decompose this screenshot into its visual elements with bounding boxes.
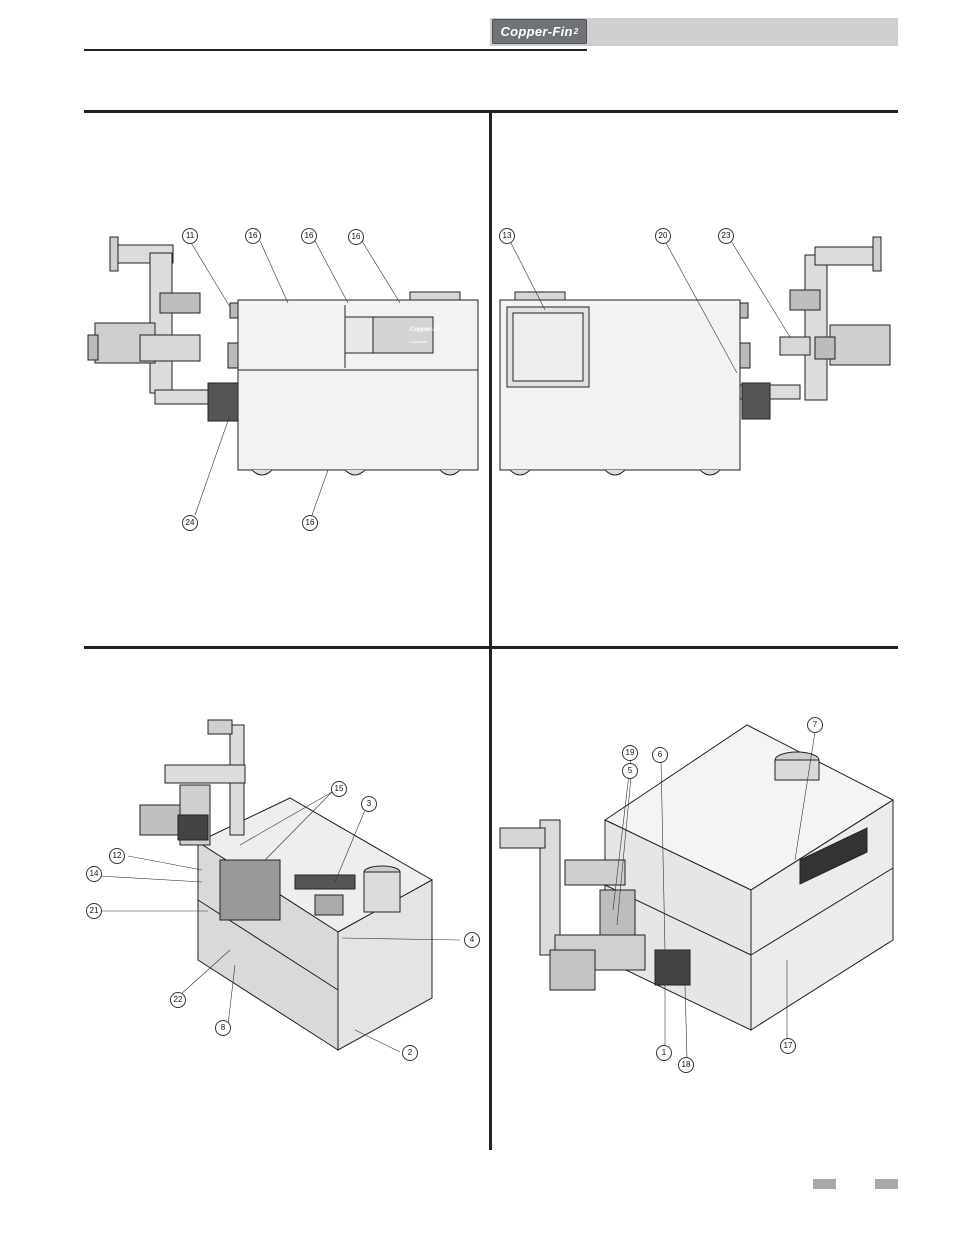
- callout-15: 15: [331, 781, 347, 797]
- callout-11: 11: [182, 228, 198, 244]
- callout-3: 3: [361, 796, 377, 812]
- front-view-drawing: Copper-Fin Lochinvar: [87, 236, 479, 516]
- callout-5: 5: [622, 763, 638, 779]
- callout-2: 2: [402, 1045, 418, 1061]
- unit-brand-text: Lochinvar: [410, 339, 428, 344]
- logo-text: Copper-Fin: [500, 24, 573, 39]
- callout-13: 13: [499, 228, 515, 244]
- callout-18: 18: [678, 1057, 694, 1073]
- callout-21: 21: [86, 903, 102, 919]
- callout-7: 7: [807, 717, 823, 733]
- logo-superscript: 2: [573, 27, 579, 36]
- callout-22: 22: [170, 992, 186, 1008]
- callout-6: 6: [652, 747, 668, 763]
- rear-view-drawing: [499, 236, 891, 476]
- footer-tab-left: [813, 1179, 836, 1189]
- unit-badge-text: Copper-Fin: [410, 327, 442, 333]
- callout-16-b: 16: [301, 228, 317, 244]
- callout-20: 20: [655, 228, 671, 244]
- footer-tab-right: [875, 1179, 898, 1189]
- callout-16-c: 16: [348, 229, 364, 245]
- callout-24: 24: [182, 515, 198, 531]
- callout-12: 12: [109, 848, 125, 864]
- right-iso-drawing: [499, 724, 895, 1059]
- callout-4: 4: [464, 932, 480, 948]
- left-iso-drawing: [99, 719, 461, 1053]
- header-rule: [84, 49, 587, 51]
- callout-17: 17: [780, 1038, 796, 1054]
- callout-16-a: 16: [245, 228, 261, 244]
- center-divider: [489, 110, 492, 1150]
- callout-23: 23: [718, 228, 734, 244]
- callout-8: 8: [215, 1020, 231, 1036]
- callout-16-d: 16: [302, 515, 318, 531]
- callout-19: 19: [622, 745, 638, 761]
- callout-14: 14: [86, 866, 102, 882]
- section-rule-middle: [84, 646, 898, 649]
- callout-1: 1: [656, 1045, 672, 1061]
